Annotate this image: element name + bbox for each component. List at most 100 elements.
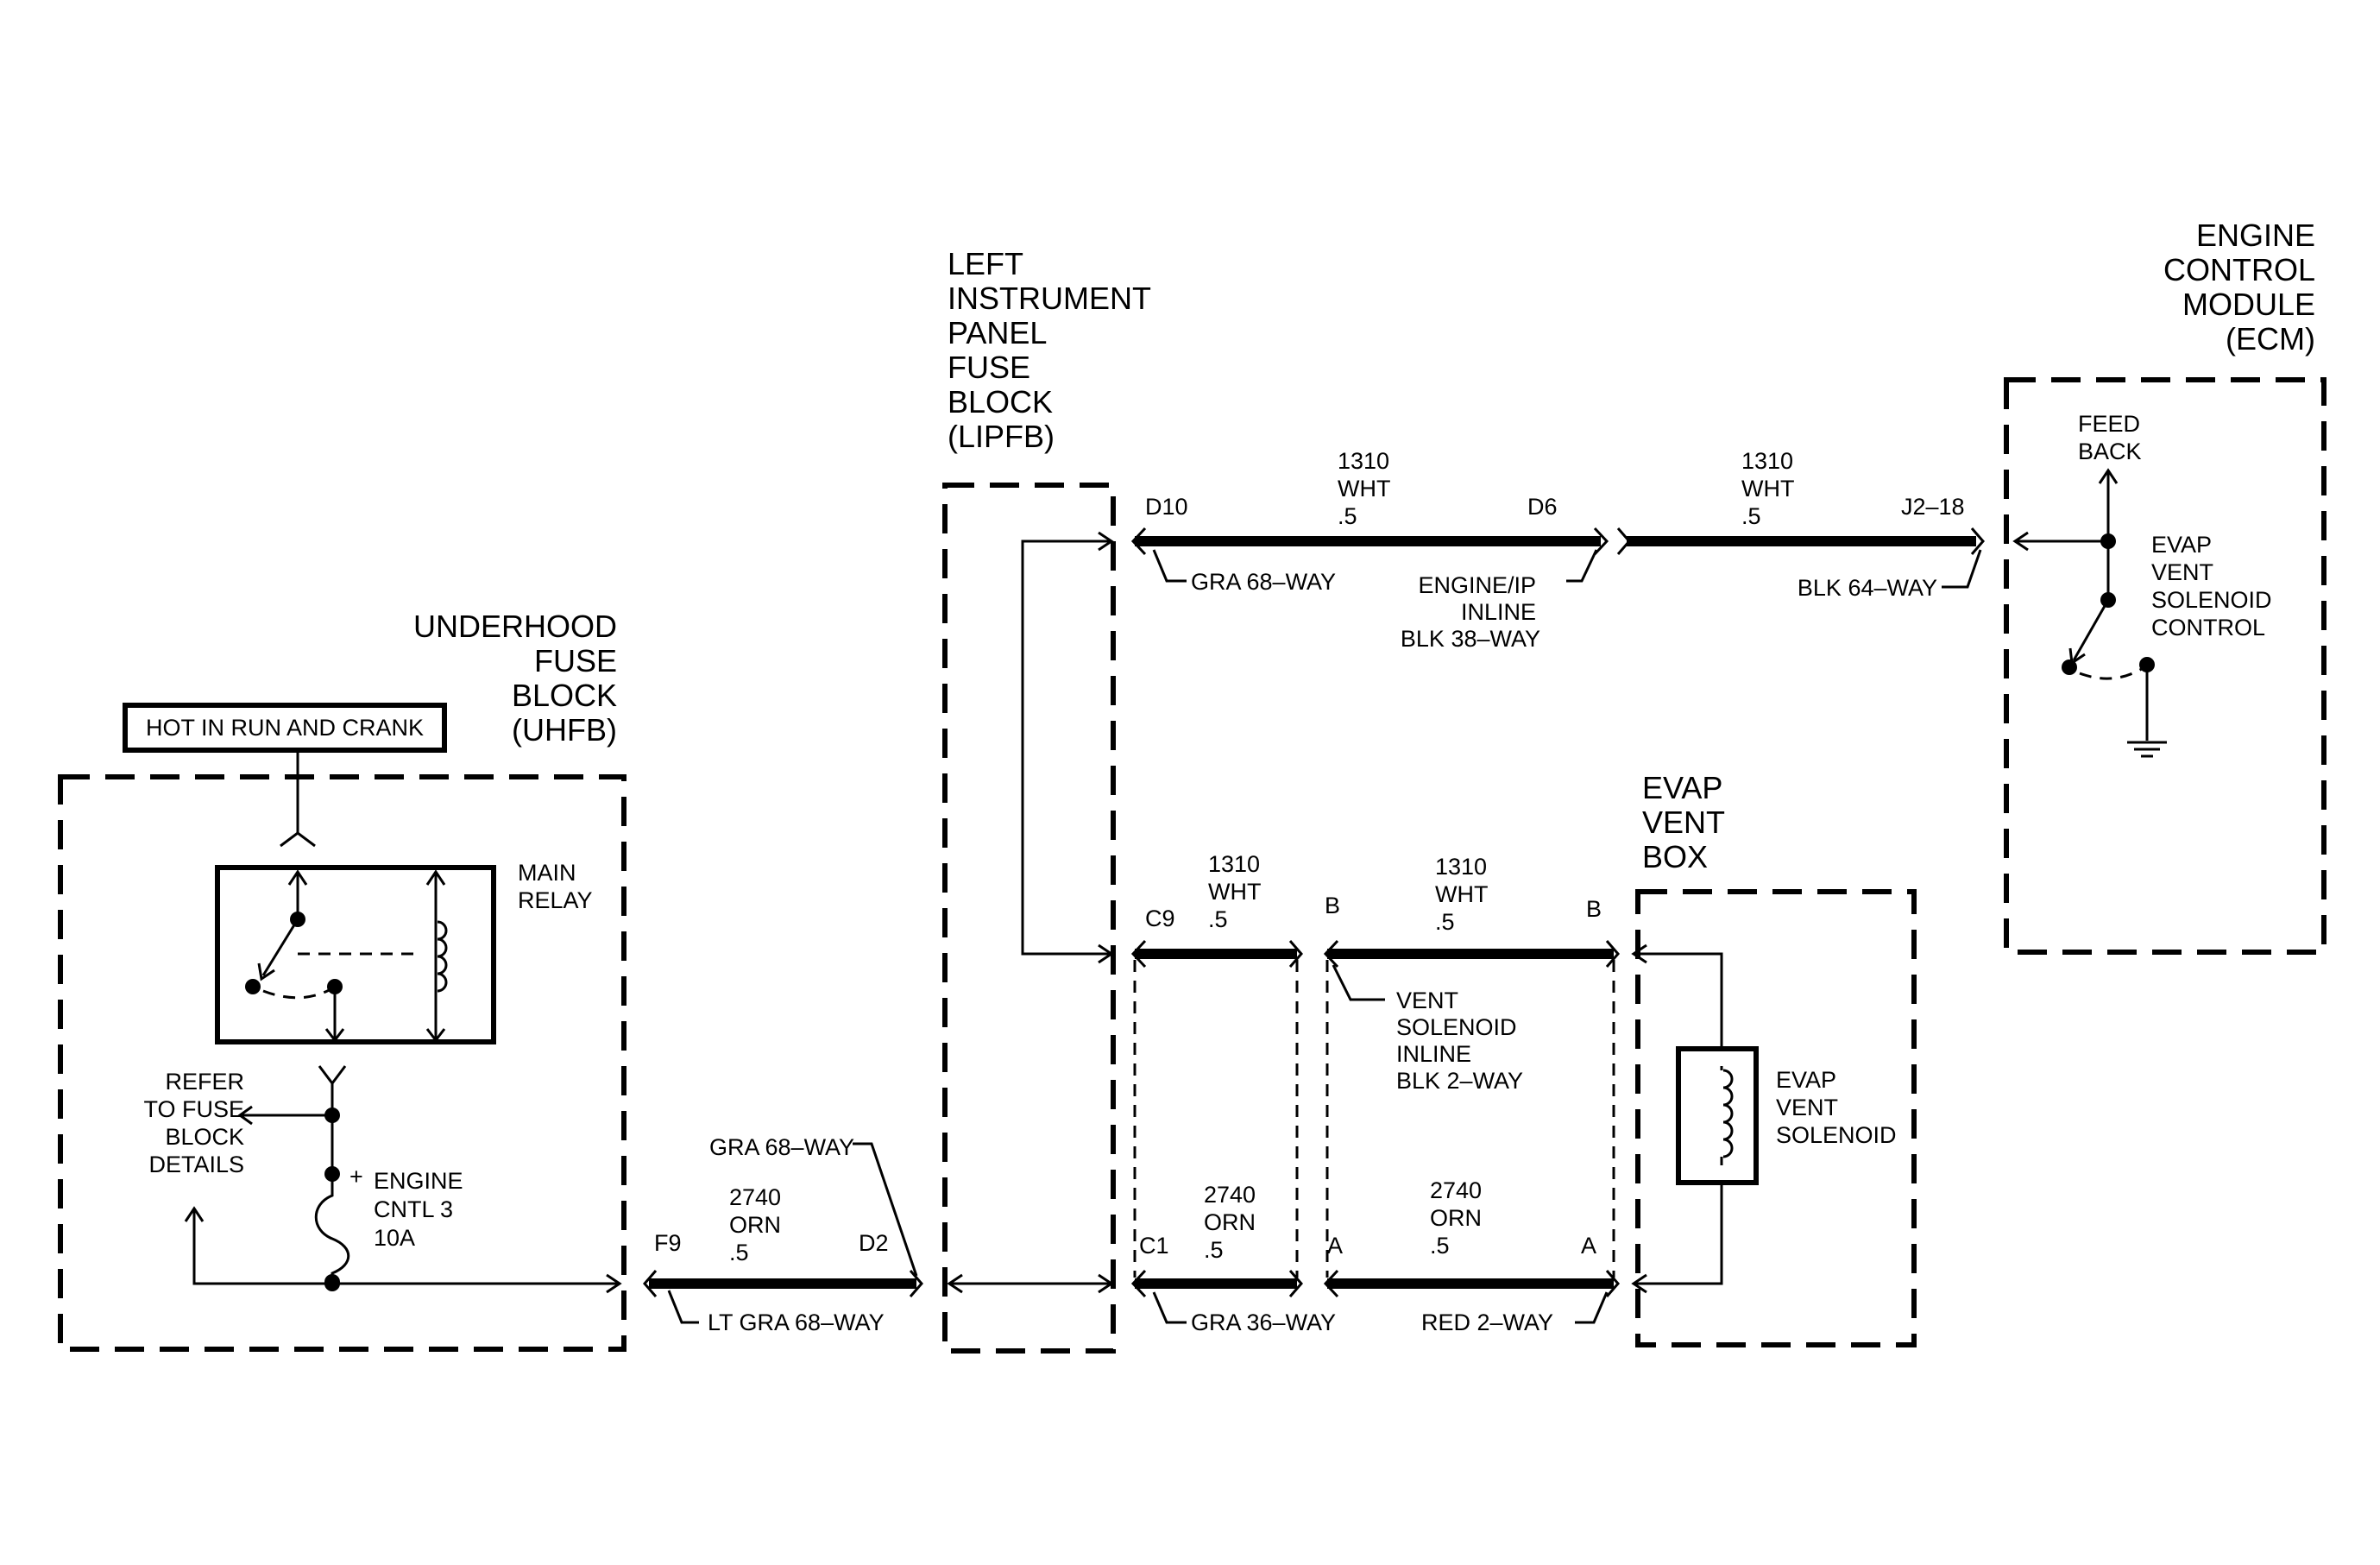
svg-text:BACK: BACK [2078, 439, 2142, 464]
wire-wht-lipfb-inline: D10 D6 1310 WHT .5 [1130, 448, 1609, 556]
svg-text:1310: 1310 [1208, 851, 1260, 877]
svg-text:C1: C1 [1139, 1233, 1169, 1259]
main-relay [215, 865, 496, 1044]
svg-text:BLOCK: BLOCK [512, 678, 617, 713]
svg-text:+: + [349, 1164, 363, 1190]
svg-text:LEFT: LEFT [948, 246, 1023, 281]
relay-output-wire [318, 1065, 347, 1174]
svg-text:BLOCK: BLOCK [948, 384, 1053, 420]
connector-lt-gra-68: LT GRA 68–WAY [667, 1290, 885, 1335]
svg-text:.5: .5 [1338, 503, 1357, 529]
refer-note: REFER TO FUSE BLOCK DETAILS [143, 1069, 244, 1177]
svg-text:VENT: VENT [1642, 805, 1725, 840]
evap-solenoid-label: EVAP VENT SOLENOID [1776, 1067, 1897, 1148]
svg-text:RED 2–WAY: RED 2–WAY [1421, 1309, 1553, 1335]
power-source-label: HOT IN RUN AND CRANK [123, 703, 447, 753]
svg-text:ENGINE: ENGINE [2196, 218, 2315, 253]
uhfb-title: UNDERHOOD FUSE BLOCK (UHFB) [413, 609, 617, 748]
svg-text:FEED: FEED [2078, 411, 2140, 437]
lipfb-title: LEFT INSTRUMENT PANEL FUSE BLOCK (LIPFB) [948, 246, 1151, 454]
svg-text:ENGINE/IP: ENGINE/IP [1418, 572, 1536, 598]
svg-text:RELAY: RELAY [518, 887, 593, 913]
evap-box-internal-wires [1631, 943, 1723, 1294]
svg-text:CONTROL: CONTROL [2163, 252, 2315, 287]
svg-text:GRA 36–WAY: GRA 36–WAY [1191, 1309, 1336, 1335]
svg-text:BOX: BOX [1642, 839, 1708, 874]
svg-text:ORN: ORN [729, 1212, 781, 1238]
svg-text:BLK 2–WAY: BLK 2–WAY [1396, 1068, 1523, 1094]
svg-text:EVAP: EVAP [1642, 770, 1722, 805]
connector-gra-68-bottom: GRA 68–WAY [709, 1134, 918, 1277]
svg-text:J2–18: J2–18 [1901, 494, 1965, 520]
svg-text:VENT: VENT [1396, 988, 1458, 1013]
fuse-label: ENGINE CNTL 3 10A [374, 1168, 463, 1251]
svg-text:GRA 68–WAY: GRA 68–WAY [709, 1134, 854, 1160]
ecm-internal [2012, 468, 2155, 741]
ecm-control-label: EVAP VENT SOLENOID CONTROL [2151, 532, 2272, 641]
relay-switch [245, 869, 414, 1043]
svg-text:ENGINE: ENGINE [374, 1168, 463, 1194]
svg-text:WHT: WHT [1338, 476, 1390, 502]
svg-text:D2: D2 [859, 1230, 889, 1256]
refer-return-wire [184, 1206, 332, 1285]
svg-text:DETAILS: DETAILS [148, 1152, 244, 1177]
svg-text:2740: 2740 [1430, 1177, 1482, 1203]
svg-text:BLK 38–WAY: BLK 38–WAY [1401, 626, 1540, 652]
power-feed-wire [280, 750, 316, 848]
svg-text:TO FUSE: TO FUSE [143, 1096, 244, 1122]
svg-text:SOLENOID: SOLENOID [2151, 587, 2272, 613]
svg-text:EVAP: EVAP [1776, 1067, 1836, 1093]
svg-text:EVAP: EVAP [2151, 532, 2212, 558]
svg-text:.5: .5 [1204, 1237, 1224, 1263]
svg-text:INSTRUMENT: INSTRUMENT [948, 281, 1151, 316]
uhfb-out-wire [332, 1273, 622, 1294]
svg-text:INLINE: INLINE [1461, 599, 1536, 625]
svg-text:WHT: WHT [1741, 476, 1794, 502]
svg-text:INLINE: INLINE [1396, 1041, 1471, 1067]
uhfb-boundary [58, 774, 626, 1352]
svg-text:SOLENOID: SOLENOID [1776, 1122, 1897, 1148]
svg-text:D6: D6 [1527, 494, 1558, 520]
svg-text:FUSE: FUSE [534, 643, 617, 678]
svg-text:CONTROL: CONTROL [2151, 615, 2265, 641]
wire-orn-lipfb-red2: C1 2740 ORN .5 [1130, 1182, 1303, 1298]
svg-text:MODULE: MODULE [2182, 287, 2315, 322]
lipfb-internal-wires [947, 531, 1114, 1294]
svg-text:BLK 64–WAY: BLK 64–WAY [1798, 575, 1937, 601]
ecm-boundary [2004, 377, 2326, 955]
svg-text:1310: 1310 [1338, 448, 1389, 474]
svg-text:F9: F9 [654, 1230, 682, 1256]
svg-text:HOT IN RUN AND CRANK: HOT IN RUN AND CRANK [146, 715, 424, 741]
relay-coil-icon [425, 869, 448, 1043]
wire-orn-uhfb-lipfb: F9 D2 2740 ORN .5 [643, 1184, 923, 1297]
svg-text:2740: 2740 [729, 1184, 781, 1210]
svg-text:10A: 10A [374, 1225, 415, 1251]
svg-text:BLOCK: BLOCK [165, 1124, 244, 1150]
lipfb-boundary [942, 483, 1116, 1354]
ecm-title: ENGINE CONTROL MODULE (ECM) [2163, 218, 2315, 357]
connector-gra-36: GRA 36–WAY [1152, 1291, 1336, 1335]
svg-text:UNDERHOOD: UNDERHOOD [413, 609, 617, 644]
svg-text:(ECM): (ECM) [2226, 321, 2315, 357]
svg-text:.5: .5 [729, 1240, 749, 1265]
wire-wht-vent-inline-box: B B 1310 WHT .5 [1323, 854, 1620, 969]
svg-text:WHT: WHT [1435, 881, 1488, 907]
svg-text:B: B [1586, 896, 1602, 922]
svg-text:FUSE: FUSE [948, 350, 1030, 385]
wire-wht-inline-ecm: J2–18 1310 WHT .5 [1616, 448, 1985, 555]
evap-vent-solenoid [1676, 1046, 1759, 1185]
connector-engine-ip-inline: ENGINE/IP INLINE BLK 38–WAY [1401, 549, 1598, 652]
svg-text:.5: .5 [1430, 1233, 1450, 1259]
svg-text:B: B [1325, 893, 1340, 918]
main-relay-label: MAIN RELAY [518, 860, 593, 913]
connector-housing-gra-36 [1133, 960, 1299, 1278]
svg-text:1310: 1310 [1435, 854, 1487, 880]
evap-box-boundary [1635, 889, 1917, 1347]
svg-text:REFER: REFER [165, 1069, 244, 1095]
fuse-icon: + [314, 1164, 363, 1282]
svg-text:ORN: ORN [1430, 1205, 1482, 1231]
svg-text:SOLENOID: SOLENOID [1396, 1014, 1517, 1040]
connector-housing-red-2 [1325, 960, 1615, 1278]
svg-text:2740: 2740 [1204, 1182, 1256, 1208]
